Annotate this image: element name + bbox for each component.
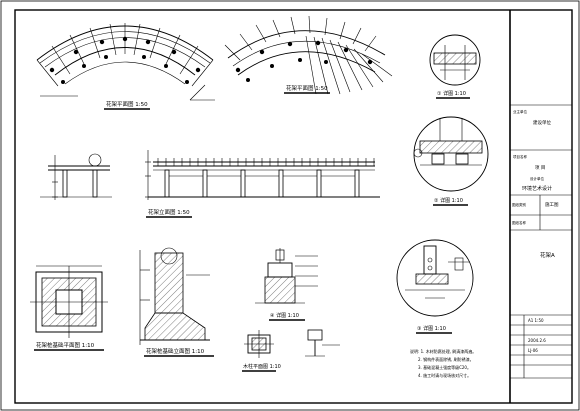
note-line-4: 4. 施工时请与现场核对尺寸。	[418, 372, 471, 378]
elevation-front	[145, 150, 380, 200]
detail-2	[413, 116, 489, 192]
detail-3-title: ③ 详图 1:10	[417, 325, 446, 332]
drawing-name: 花架A	[540, 251, 555, 259]
drawing-type-label: 图纸类别	[512, 202, 526, 207]
detail-4	[255, 248, 318, 304]
base-plan-title: 花架桩基础平面图 1:10	[36, 341, 95, 349]
project-name: 项 目	[535, 165, 545, 171]
detail-2-title: ② 详图 1:10	[434, 197, 463, 204]
elevation-title: 花架立面图 1:50	[148, 208, 190, 216]
general-notes: 说明: 1. 木材防腐处理, 刷清漆两遍。 2. 钢构件表面除锈, 刷防锈漆。 …	[410, 348, 476, 378]
detail-1-title: ① 详图 1:10	[437, 90, 466, 97]
title-block	[509, 10, 572, 403]
sheet-inner-border	[14, 9, 573, 404]
detail-3	[396, 239, 474, 317]
scale-value: A1 1:50	[528, 318, 544, 323]
base-section-title: 花架桩基础立面图 1:10	[146, 347, 205, 355]
connector-detail	[305, 329, 340, 357]
drawing-number: LJ-06	[528, 348, 538, 353]
project-label: 项目名称	[513, 154, 527, 159]
base-plan	[30, 265, 108, 338]
note-line-3: 3. 基础混凝土强度等级C20。	[418, 364, 471, 370]
drawing-name-label: 图纸名称	[512, 220, 526, 225]
roof-plan-1-title: 花架平面图 1:50	[106, 100, 148, 108]
note-line-1: 说明: 1. 木材防腐处理, 刷清漆两遍。	[410, 348, 476, 354]
date-value: 2004.2.6	[528, 338, 546, 343]
roof-plan-1	[36, 23, 215, 101]
roof-plan-2-title: 花架平面图 1:50	[286, 84, 328, 92]
roof-plan-2	[224, 15, 393, 95]
design-name: 环境艺术设计	[522, 185, 552, 192]
drawing-type: 施工图	[545, 201, 559, 208]
client-name: 建设单位	[533, 119, 551, 126]
base-section	[139, 247, 210, 345]
detail-4-title: ④ 详图 1:10	[270, 312, 299, 319]
column-plan	[244, 330, 274, 358]
client-label: 业主单位	[513, 109, 527, 114]
detail-1	[429, 34, 481, 86]
design-label: 设计单位	[530, 176, 544, 181]
column-plan-title: 木柱平面图 1:10	[243, 363, 281, 370]
note-line-2: 2. 钢构件表面除锈, 刷防锈漆。	[418, 356, 474, 362]
elevation-side	[40, 153, 112, 200]
